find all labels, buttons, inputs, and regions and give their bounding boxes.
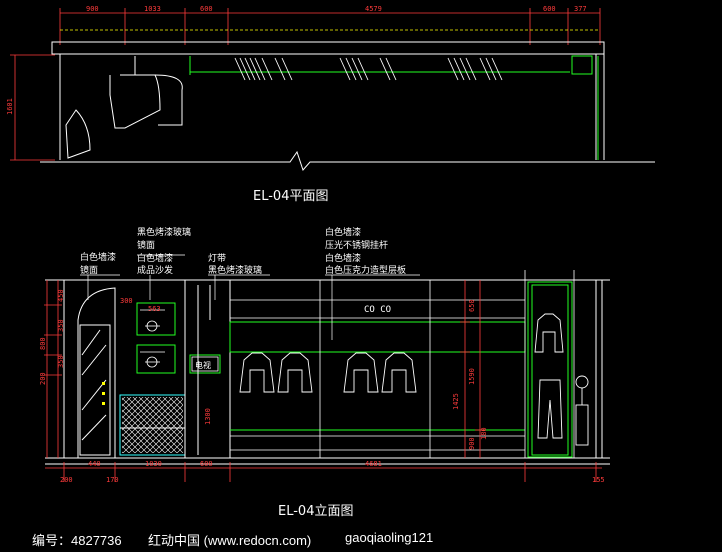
note-black-glass-mid: 黑色烤漆玻璃 — [208, 264, 262, 276]
dim-bottom-1030: 1030 — [145, 460, 162, 468]
note-leaders — [80, 254, 420, 340]
elevation-view: 电视 CO CO — [39, 226, 610, 519]
dim-inner-563: 563 — [148, 305, 161, 313]
note-mirror-top: 镜面 — [137, 239, 155, 251]
elevation-door — [77, 287, 116, 458]
dim-bottom-4681: 4681 — [365, 460, 382, 468]
plan-view: 900 1033 600 4579 600 377 1601 — [6, 5, 655, 204]
watermark-footer: 编号：4827736 红动中国 (www.redocn.com) gaoqiao… — [0, 524, 722, 552]
dim-inner-180: 180 — [480, 427, 488, 440]
footer-site: 红动中国 (www.redocn.com) — [148, 533, 312, 548]
note-mirror-left: 镜面 — [80, 264, 98, 276]
plan-title: EL-04平面图 — [253, 189, 328, 204]
elevation-left-dims — [44, 280, 62, 458]
elevation-jackets — [239, 352, 417, 393]
note-white-paint-right2: 白色墙漆 — [325, 252, 361, 264]
elevation-bottom-dims — [45, 462, 602, 482]
plan-dim-2: 1033 — [144, 5, 161, 13]
elevation-column — [184, 280, 231, 458]
dim-inner-300: 300 — [120, 297, 133, 305]
dim-left-350b: 350 — [57, 355, 65, 368]
footer-id: 编号：4827736 — [32, 533, 122, 548]
elevation-wall-lines — [230, 270, 575, 458]
plan-dim-3: 600 — [200, 5, 213, 13]
dim-bottom-155: 155 — [592, 476, 605, 484]
note-sofa: 成品沙发 — [137, 264, 173, 276]
note-acrylic-shelf: 白色压克力造型层板 — [325, 264, 406, 276]
dim-left-800: 800 — [39, 337, 47, 350]
note-white-paint-right1: 白色墙漆 — [325, 226, 361, 238]
dim-inner-650: 650 — [468, 299, 476, 312]
elevation-right-dims — [460, 280, 485, 458]
plan-left-dimension-line — [10, 54, 55, 161]
dim-bottom-440: 440 — [88, 460, 101, 468]
plan-green-elements — [189, 55, 599, 160]
plan-dim-left: 1601 — [6, 98, 14, 115]
elevation-title: EL-04立面图 — [278, 504, 353, 519]
plan-dim-5: 600 — [543, 5, 556, 13]
dim-left-450: 450 — [57, 289, 65, 302]
note-white-paint-left: 白色墙漆 — [80, 251, 116, 263]
elevation-mirror-icons — [140, 309, 165, 368]
plan-dim-6: 377 — [574, 5, 587, 13]
plan-sofa — [65, 56, 183, 159]
dim-inner-900: 900 — [468, 437, 476, 450]
dim-left-350a: 350 — [57, 319, 65, 332]
elevation-display-cabinet — [527, 281, 573, 458]
plan-dim-1: 900 — [86, 5, 99, 13]
elevation-outline — [45, 279, 610, 465]
elevation-sofa — [119, 394, 186, 456]
dim-bottom-170: 170 — [106, 476, 119, 484]
note-steel-rod: 压光不锈钢挂杆 — [325, 239, 388, 251]
elevation-display-items — [534, 313, 589, 446]
coco-logo: CO CO — [364, 305, 391, 315]
plan-hanging-clothes — [234, 57, 503, 81]
note-light-strip: 灯带 — [208, 253, 226, 264]
plan-top-dimension-line — [59, 8, 601, 45]
note-white-paint-mid: 白色墙漆 — [137, 252, 173, 264]
footer-author: gaoqiaoling121 — [345, 530, 434, 545]
elevation-mirrors — [136, 302, 221, 374]
note-black-glass-top: 黑色烤漆玻璃 — [137, 226, 191, 238]
elevation-shelves — [229, 321, 526, 431]
dim-bottom-200: 200 — [60, 476, 73, 484]
tv-panel — [191, 356, 219, 372]
dim-inner-1300: 1300 — [204, 408, 212, 425]
dim-bottom-600: 600 — [200, 460, 213, 468]
plan-dim-4: 4579 — [365, 5, 382, 13]
dim-left-200: 200 — [39, 372, 47, 385]
tv-label: 电视 — [195, 360, 211, 370]
plan-walls — [40, 41, 655, 171]
elevation-door-marks — [102, 382, 105, 405]
dim-inner-1590: 1590 — [468, 368, 476, 385]
dim-inner-1425: 1425 — [452, 393, 460, 410]
